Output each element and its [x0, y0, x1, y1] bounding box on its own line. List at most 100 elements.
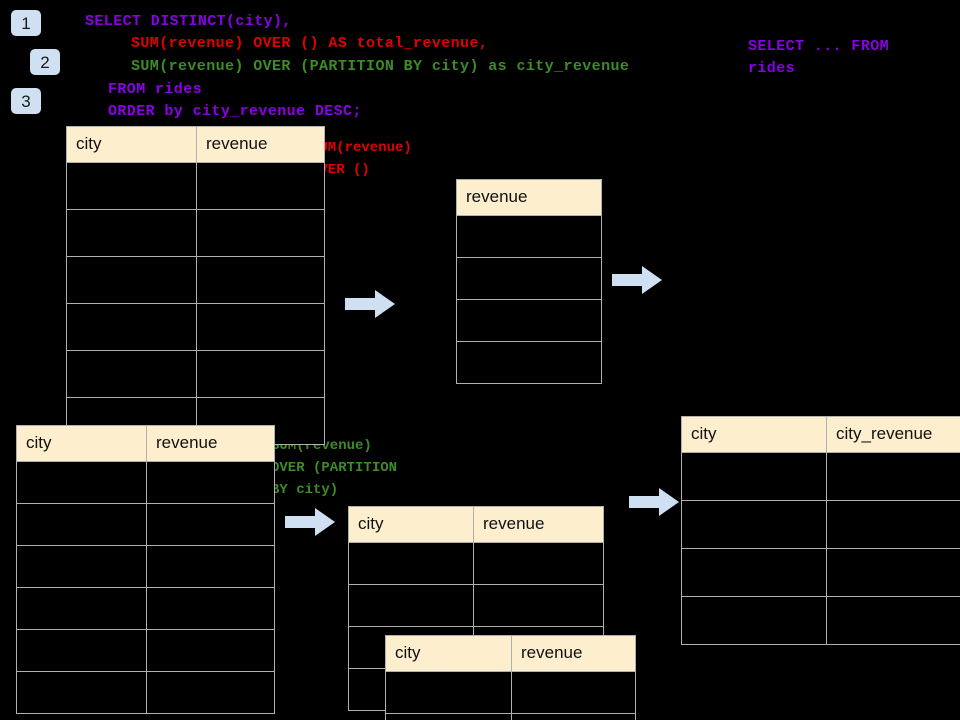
table-cell — [196, 209, 325, 257]
column-header: city — [66, 126, 197, 163]
total-revenue-annotation-line-1: SUM(revenue) — [311, 140, 412, 156]
table-cell — [348, 542, 474, 585]
table-cell — [146, 629, 275, 672]
sql-line-1: SELECT DISTINCT(city), — [85, 13, 292, 30]
arrow-source2-to-partition — [285, 508, 335, 536]
table-cell — [66, 303, 197, 351]
table-row — [66, 350, 325, 398]
table-cell — [681, 596, 827, 645]
table-cell — [16, 629, 147, 672]
table-cell — [66, 350, 197, 398]
table-cell — [66, 256, 197, 304]
arrow-source-to-total — [345, 290, 395, 318]
table-row — [681, 548, 960, 597]
table-cell — [456, 341, 602, 384]
sql-side-note-line-1: SELECT ... FROM — [748, 38, 890, 55]
table-row — [456, 341, 602, 384]
table-cell — [681, 452, 827, 501]
table-cell — [146, 587, 275, 630]
sql-line-5: ORDER by city_revenue DESC; — [108, 103, 362, 120]
table-cell — [826, 500, 960, 549]
table-row — [66, 162, 325, 210]
table-cell — [826, 452, 960, 501]
table-cell — [826, 596, 960, 645]
table-row — [16, 545, 275, 588]
table-row — [16, 503, 275, 546]
step-badge-1: 1 — [11, 10, 41, 36]
table-row — [348, 542, 604, 585]
table-cell — [146, 545, 275, 588]
table-row — [385, 671, 636, 714]
table-cell — [456, 299, 602, 342]
table-header-row: revenue — [456, 179, 602, 216]
table-cell — [511, 671, 636, 714]
table-row — [348, 584, 604, 627]
arrow-total-to-final — [612, 266, 662, 294]
table-row — [681, 596, 960, 645]
table-cell — [681, 548, 827, 597]
table-row — [66, 209, 325, 257]
table-cell — [473, 542, 604, 585]
sql-line-2: SUM(revenue) OVER () AS total_revenue, — [131, 35, 489, 52]
table-cell — [16, 461, 147, 504]
table-row — [681, 500, 960, 549]
table-cell — [473, 584, 604, 627]
table-cell — [16, 587, 147, 630]
column-header: city — [681, 416, 827, 453]
sql-line-4: FROM rides — [108, 81, 203, 98]
table-cell — [16, 545, 147, 588]
city-revenue-annotation-line-3: BY city) — [271, 482, 339, 498]
table-cell — [196, 350, 325, 398]
total-revenue-annotation-line-2: OVER () — [311, 162, 370, 178]
arrow-icon — [629, 488, 679, 516]
table-cell — [146, 503, 275, 546]
table-row — [66, 256, 325, 304]
total-revenue-table: revenue — [456, 179, 602, 384]
column-header: revenue — [146, 425, 275, 462]
table-row — [681, 452, 960, 501]
step-badge-2: 2 — [30, 49, 60, 75]
table-row — [16, 587, 275, 630]
sql-line-3: SUM(revenue) OVER (PARTITION BY city) as… — [131, 58, 630, 75]
table-cell — [826, 548, 960, 597]
table-cell — [66, 162, 197, 210]
column-header: revenue — [473, 506, 604, 543]
table-row — [456, 299, 602, 342]
table-row — [456, 257, 602, 300]
table-cell — [146, 461, 275, 504]
column-header: revenue — [511, 635, 636, 672]
column-header: city — [348, 506, 474, 543]
table-cell — [66, 209, 197, 257]
table-cell — [348, 584, 474, 627]
sql-side-note-line-2: rides — [748, 60, 796, 77]
arrow-icon — [612, 266, 662, 294]
table-cell — [511, 713, 636, 720]
table-row — [16, 671, 275, 714]
column-header: revenue — [456, 179, 602, 216]
arrow-icon — [285, 508, 335, 536]
table-row — [16, 461, 275, 504]
column-header: city — [385, 635, 512, 672]
step-badge-3: 3 — [11, 88, 41, 114]
table-cell — [385, 713, 512, 720]
table-cell — [385, 671, 512, 714]
table-cell — [456, 215, 602, 258]
total-revenue-annotation: SUM(revenue) OVER () — [311, 137, 412, 181]
table-row — [456, 215, 602, 258]
column-header: revenue — [196, 126, 325, 163]
column-header: city — [16, 425, 147, 462]
table-cell — [196, 303, 325, 351]
table-cell — [196, 256, 325, 304]
city-revenue-annotation-line-2: OVER (PARTITION — [271, 460, 398, 476]
table-cell — [146, 671, 275, 714]
table-cell — [16, 503, 147, 546]
